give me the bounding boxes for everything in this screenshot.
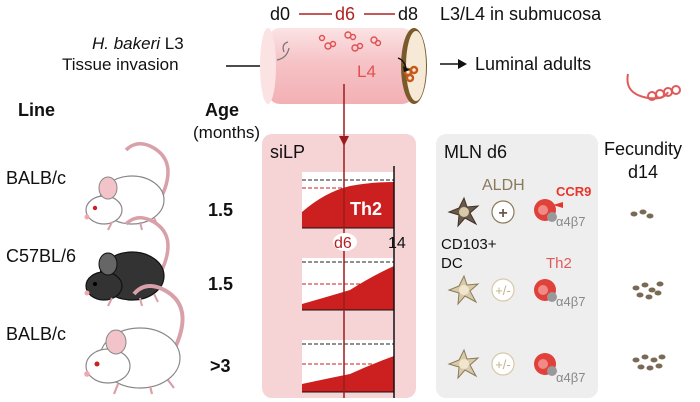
egg-icon	[654, 290, 662, 296]
integrin-3: α4β7	[556, 370, 585, 385]
invasion-stage: L3	[160, 34, 184, 53]
egg-icon	[646, 365, 654, 371]
mln-row-2: +/- α4β7	[447, 274, 585, 309]
invasion-label: Tissue invasion	[62, 55, 179, 74]
header-line: Line	[18, 100, 55, 120]
egg-icon	[650, 357, 658, 363]
egg-icon	[630, 211, 638, 217]
egg-icon	[645, 294, 653, 300]
egg-icon	[658, 354, 666, 360]
invasion-species: H. bakeri	[92, 34, 161, 53]
larva-icon	[318, 31, 382, 52]
dendritic-cell-icon	[447, 196, 480, 228]
mln-ccr9: CCR9	[556, 184, 591, 199]
mln-row-3: +/- α4β7	[447, 348, 585, 385]
timeline: d0 d6 d8 L3/L4 in submucosa	[270, 4, 602, 24]
t-cell-icon	[534, 199, 557, 222]
silp-plot-2	[302, 258, 394, 311]
dc-marker-3: +/-	[495, 357, 511, 372]
timeline-d0: d0	[270, 4, 290, 24]
luminal-label: Luminal adults	[475, 54, 591, 74]
header-age: Age	[205, 100, 239, 120]
dendritic-cell-icon	[447, 348, 480, 380]
dc-marker-1: +	[498, 205, 507, 222]
dc-marker-2: +/-	[495, 283, 511, 298]
mln-panel	[436, 134, 598, 398]
mln-title: MLN d6	[444, 142, 507, 162]
egg-icon	[655, 363, 663, 369]
eggs-row-2	[632, 281, 664, 300]
mln-th2: Th2	[546, 255, 572, 272]
egg-icon	[639, 209, 647, 215]
egg-icon	[648, 287, 656, 293]
eggs-row-3	[632, 354, 666, 371]
egg-icon	[637, 364, 645, 370]
silp-title: siLP	[270, 142, 305, 162]
mouse-black-icon	[84, 216, 170, 307]
t-cell-icon	[534, 353, 557, 376]
dendritic-cell-icon	[447, 274, 480, 306]
egg-icon	[632, 357, 640, 363]
egg-icon	[636, 292, 644, 298]
row-2-line: C57BL/6	[6, 246, 76, 266]
header-fecundity: Fecundity	[604, 139, 682, 159]
silp-plot-3	[302, 340, 394, 393]
timeline-location: L3/L4 in submucosa	[440, 4, 602, 24]
egg-icon	[641, 354, 649, 360]
egg-icon	[646, 213, 654, 219]
row-1-age: 1.5	[208, 200, 233, 220]
mln-aldh: ALDH	[482, 177, 525, 194]
d6-tick: d6	[334, 235, 352, 252]
mln-row-1: + α4β7	[447, 196, 585, 229]
invasion-title: H. bakeri L3	[92, 34, 184, 53]
row-2-age: 1.5	[208, 274, 233, 294]
d6-arrow-head	[339, 136, 349, 146]
timeline-d8: d8	[398, 4, 418, 24]
worm-icon	[626, 73, 681, 101]
egg-icon	[632, 285, 640, 291]
d6-tick-bg	[333, 233, 357, 251]
intestine-tube: L4	[260, 28, 427, 104]
mouse-old-white-icon	[84, 284, 185, 395]
header-age-unit: (months)	[193, 123, 260, 142]
row-3-line: BALB/c	[6, 324, 66, 344]
mouse-white-icon	[84, 142, 170, 231]
row-1-line: BALB/c	[6, 168, 66, 188]
header-fecundity-day: d14	[628, 162, 658, 182]
timeline-d6: d6	[335, 4, 355, 24]
integrin-2: α4β7	[556, 294, 585, 309]
mln-dc-label-2: DC	[441, 255, 463, 272]
luminal-arrow	[440, 59, 467, 69]
larva-label: L4	[357, 62, 376, 81]
d14-tick: 14	[388, 235, 406, 252]
t-cell-icon	[534, 279, 557, 302]
integrin-1: α4β7	[556, 214, 585, 229]
mln-dc-label-1: CD103+	[441, 236, 497, 253]
row-3-age: >3	[210, 356, 231, 376]
silp-th2-label: Th2	[350, 199, 382, 219]
eggs-row-1	[630, 209, 654, 219]
egg-icon	[656, 281, 664, 287]
egg-icon	[641, 282, 649, 288]
silp-plot-1: Th2	[302, 172, 394, 229]
